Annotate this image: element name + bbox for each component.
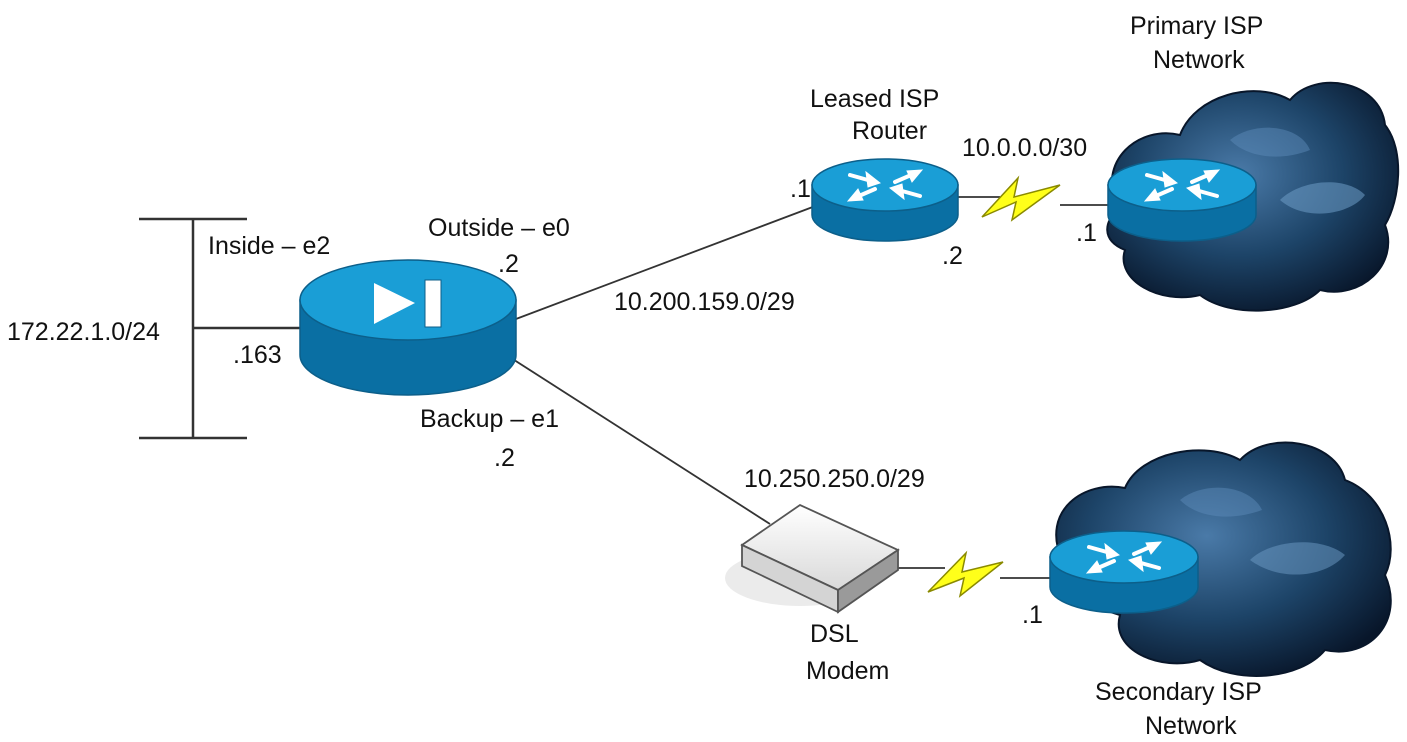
backup-interface-label: Backup – e1 xyxy=(420,405,559,433)
inside-interface-label: Inside – e2 xyxy=(208,232,330,260)
secondary-isp-cloud-icon xyxy=(1055,441,1392,677)
serial-network-label: 10.0.0.0/30 xyxy=(962,134,1087,162)
dsl-lightning-icon xyxy=(927,550,1004,598)
firewall-appliance-icon xyxy=(299,259,517,396)
inside-ip-label: .163 xyxy=(233,341,282,369)
leased-router-lan-ip: .1 xyxy=(790,175,811,203)
lan-network-label: 172.22.1.0/24 xyxy=(7,318,160,346)
serial-lightning-icon xyxy=(981,175,1061,222)
backup-network-label: 10.250.250.0/29 xyxy=(744,465,925,493)
dsl-modem-icon xyxy=(725,503,900,614)
outside-network-label: 10.200.159.0/29 xyxy=(614,288,795,316)
leased-router-name-line1: Leased ISP xyxy=(810,85,939,113)
secondary-isp-router-icon xyxy=(1049,530,1199,614)
primary-isp-router-ip: .1 xyxy=(1076,219,1097,247)
secondary-isp-router-ip: .1 xyxy=(1022,601,1043,629)
leased-router-wan-ip: .2 xyxy=(942,242,963,270)
primary-isp-name-line1: Primary ISP xyxy=(1130,12,1263,40)
leased-router-icon xyxy=(811,158,959,242)
outside-interface-label: Outside – e0 xyxy=(428,214,570,242)
primary-isp-router-icon xyxy=(1107,158,1257,242)
leased-router-name-line2: Router xyxy=(852,117,927,145)
outside-ip-label: .2 xyxy=(498,250,519,278)
dsl-modem-name-line2: Modem xyxy=(806,657,889,685)
primary-isp-name-line2: Network xyxy=(1153,46,1245,74)
backup-ip-label: .2 xyxy=(494,444,515,472)
outside-link-line xyxy=(507,204,819,323)
backup-link-line xyxy=(507,355,771,525)
secondary-isp-name-line1: Secondary ISP xyxy=(1095,678,1262,706)
dsl-modem-name-line1: DSL xyxy=(810,620,859,648)
secondary-isp-name-line2: Network xyxy=(1145,712,1237,740)
